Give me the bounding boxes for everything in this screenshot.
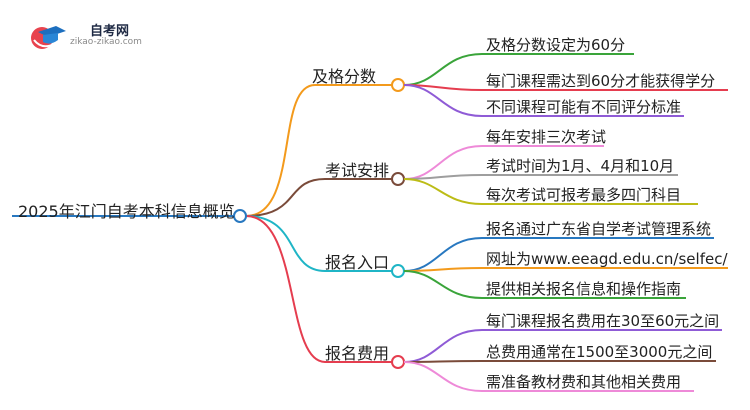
leaf-label: 考试时间为1月、4月和10月 xyxy=(486,157,675,175)
branch-node-1 xyxy=(391,78,405,92)
graduation-cap-icon xyxy=(31,26,66,49)
leaf-label: 提供相关报名信息和操作指南 xyxy=(486,280,682,298)
branch-label-2: 考试安排 xyxy=(325,161,390,180)
leaf-label: 不同课程可能有不同评分标准 xyxy=(486,98,682,116)
leaf-label: 总费用通常在1500至3000元之间 xyxy=(486,343,713,361)
branch-connector-1 xyxy=(245,84,316,217)
leaf-label: 需准备教材费和其他相关费用 xyxy=(486,373,682,391)
branch-connector-3 xyxy=(245,215,326,272)
leaf-connector-2-1 xyxy=(403,145,483,180)
leaf-connector-1-3 xyxy=(403,84,483,117)
leaf-connector-1-1 xyxy=(403,53,483,86)
leaf-label: 每门课程报名费用在30至60元之间 xyxy=(486,312,720,330)
leaf-label: 每门课程需达到60分才能获得学分 xyxy=(486,72,716,90)
branch-connector-4 xyxy=(245,215,326,363)
branch-label-4: 报名费用 xyxy=(325,344,390,363)
leaf-connector-3-3 xyxy=(403,270,483,299)
root-node xyxy=(233,209,247,223)
branch-label-3: 报名入口 xyxy=(325,253,390,272)
branch-node-3 xyxy=(391,264,405,278)
leaf-connector-4-2 xyxy=(403,360,483,363)
site-logo[interactable]: 自考网 zikao-zikao.com xyxy=(8,8,168,54)
leaf-label: 网址为www.eeagd.edu.cn/selfec/ xyxy=(486,250,728,268)
branch-node-2 xyxy=(391,172,405,186)
branch-label-1: 及格分数 xyxy=(312,67,377,86)
leaf-connector-4-1 xyxy=(403,329,483,363)
leaf-label: 报名通过广东省自学考试管理系统 xyxy=(486,220,712,238)
logo-title: 自考网 xyxy=(90,24,130,39)
leaf-connector-4-3 xyxy=(403,361,483,392)
leaf-connector-2-3 xyxy=(403,178,483,205)
logo-url: zikao-zikao.com xyxy=(70,37,142,47)
branch-connector-2 xyxy=(245,178,326,217)
branch-node-4 xyxy=(391,355,405,369)
leaf-label: 每次考试可报考最多四门科目 xyxy=(486,186,682,204)
root-label: 2025年江门自考本科信息概览 xyxy=(18,202,235,221)
leaf-label: 每年安排三次考试 xyxy=(486,128,607,146)
leaf-connector-3-1 xyxy=(403,237,483,272)
leaf-label: 及格分数设定为60分 xyxy=(486,36,626,54)
